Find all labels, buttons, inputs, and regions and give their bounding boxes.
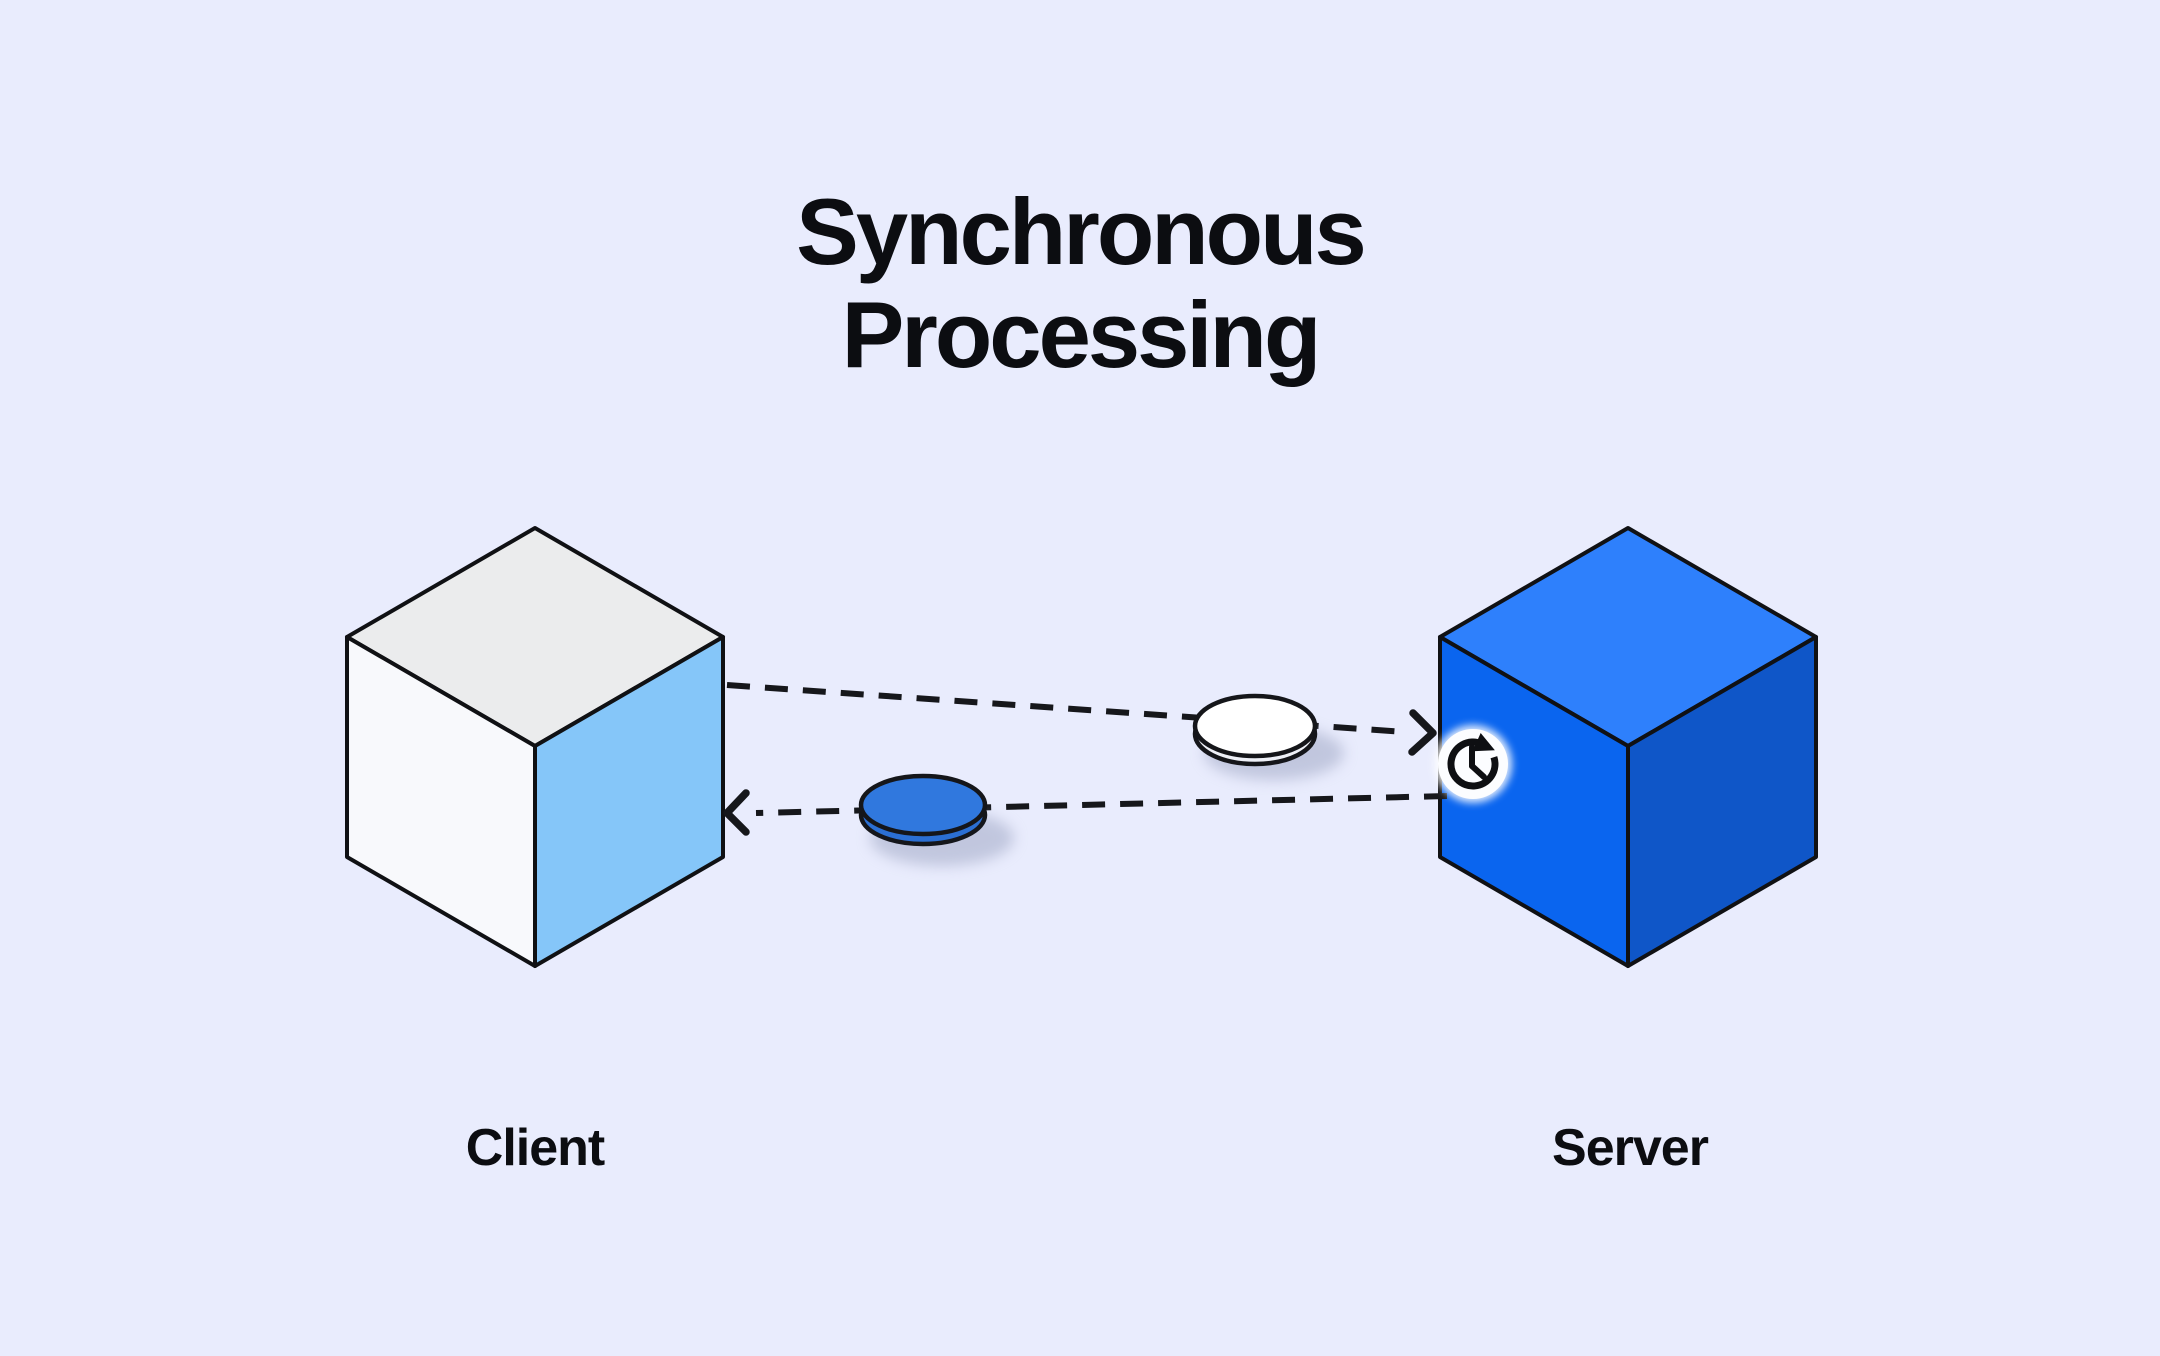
response-arrowhead-icon (723, 789, 750, 836)
diagram-title-line2: Processing (841, 282, 1322, 387)
clock-refresh-icon (1434, 725, 1512, 803)
clock-icon-circular-arrow (1447, 738, 1499, 790)
server-cube (1438, 526, 1818, 968)
diagram-title: Synchronous Processing (0, 180, 2160, 386)
request-arrowhead-icon (1408, 709, 1437, 756)
clock-icon-arrow-tip (1472, 733, 1495, 752)
request-disc-top (1192, 693, 1318, 759)
request-message-disc (1192, 693, 1344, 780)
server-label: Server (1552, 1119, 1709, 1177)
response-message-disc (858, 773, 1014, 866)
server-cube-right-face (1626, 635, 1818, 968)
diagram-title-line1: Synchronous (796, 179, 1367, 284)
clock-icon-hour-hand (1469, 763, 1487, 780)
response-disc-top (858, 773, 988, 837)
client-label: Client (465, 1119, 605, 1177)
client-cube-right-face (533, 635, 725, 968)
client-cube (345, 526, 725, 968)
request-arrow (726, 682, 1437, 756)
